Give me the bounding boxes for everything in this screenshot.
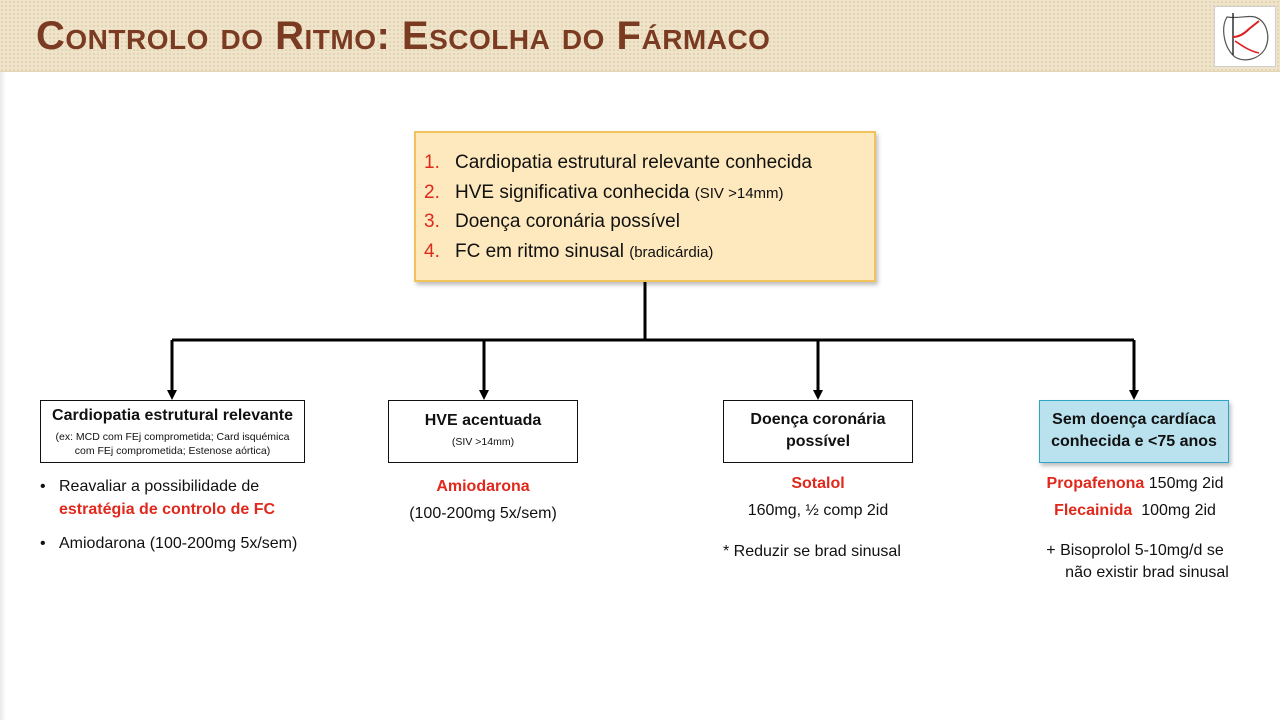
heart-logo-icon [1214, 6, 1276, 67]
branch-box-structural: Cardiopatia estrutural relevante (ex: MC… [40, 400, 305, 463]
title-bar: Controlo do Ritmo: Escolha do Fármaco [0, 0, 1280, 72]
criteria-item: 1.Cardiopatia estrutural relevante conhe… [424, 152, 812, 173]
flecainida-line: Flecainida 100mg 2id [1054, 502, 1216, 519]
dose-sotalol: 160mg, ½ comp 2id [747, 502, 889, 519]
drug-amiodarona: Amiodarona [436, 478, 530, 495]
criteria-item: 2.HVE significativa conhecida (SIV >14mm… [424, 181, 784, 203]
criteria-item: 4.FC em ritmo sinusal (bradicárdia) [424, 240, 714, 262]
branch-box-hve: HVE acentuada (SIV >14mm) [388, 400, 578, 463]
list-item: Amiodarona (100-200mg 5x/sem) [40, 532, 300, 555]
branch-box-no-heart-disease: Sem doença cardíaca conhecida e <75 anos [1039, 400, 1229, 463]
note-sotalol: * Reduzir se brad sinusal [723, 543, 901, 560]
slide-title: Controlo do Ritmo: Escolha do Fármaco [36, 14, 771, 58]
left-edge-shade [0, 72, 6, 720]
dose-amiodarona: (100-200mg 5x/sem) [409, 505, 557, 522]
criteria-item: 3.Doença coronária possível [424, 211, 680, 232]
criteria-box: 1.Cardiopatia estrutural relevante conhe… [414, 131, 876, 282]
propafenona-line: Propafenona 150mg 2id [1046, 475, 1224, 492]
branch-box-coronary: Doença coronária possível [723, 400, 913, 463]
bisoprolol-note: + Bisoprolol 5-10mg/d se não existir bra… [1046, 542, 1229, 581]
drug-sotalol: Sotalol [791, 475, 845, 492]
